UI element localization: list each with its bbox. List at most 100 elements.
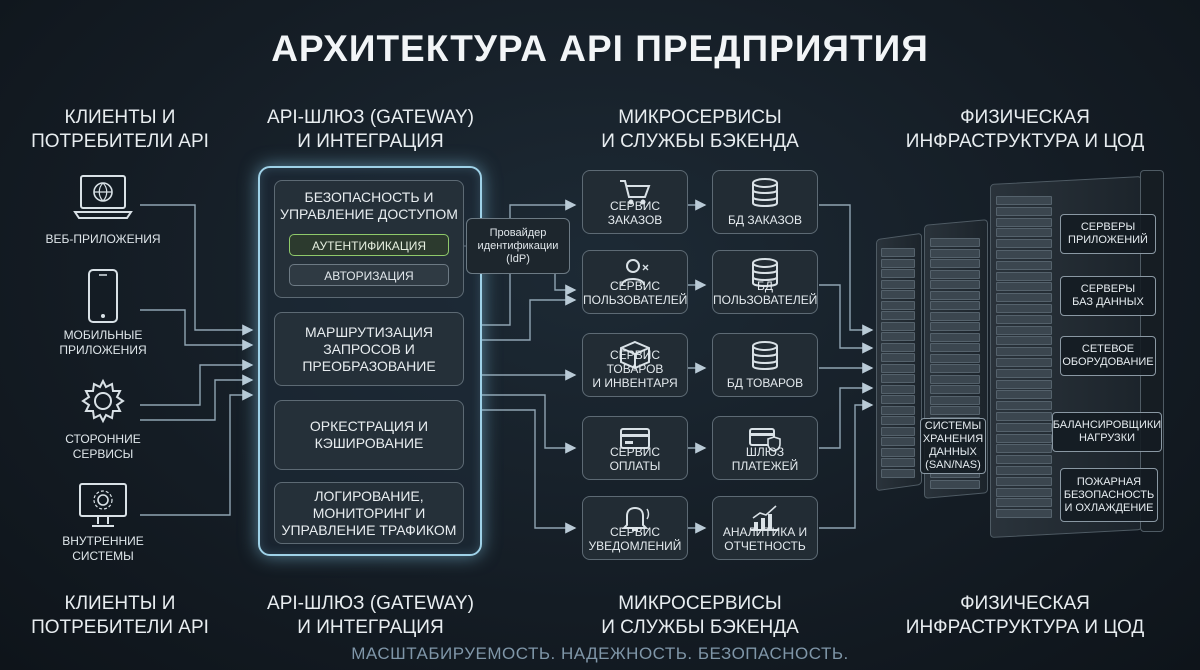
rack-slot bbox=[930, 364, 980, 373]
rack-slot bbox=[881, 437, 915, 446]
database-icon bbox=[752, 341, 778, 370]
arrow-db4-to-dc bbox=[819, 382, 874, 449]
rack-slot bbox=[881, 300, 915, 310]
col-header-services: МИКРОСЕРВИСЫ И СЛУЖБЫ БЭКЕНДА bbox=[601, 107, 799, 152]
rack-slot bbox=[881, 405, 915, 415]
rack-slot bbox=[930, 374, 980, 384]
db-label: ШЛЮЗ ПЛАТЕЖЕЙ bbox=[731, 445, 799, 473]
arrow-gw-to-users bbox=[480, 294, 577, 341]
service-payment: СЕРВИС ОПЛАТЫ bbox=[582, 416, 688, 480]
arrow-internal-to-gw bbox=[140, 389, 254, 516]
client-label: ВЕБ-ПРИЛОЖЕНИЯ bbox=[45, 232, 161, 246]
db-users: БД ПОЛЬЗОВАТЕЛЕЙ bbox=[712, 250, 818, 314]
rack-slot bbox=[996, 368, 1052, 378]
label-network: СЕТЕВОЕ ОБОРУДОВАНИЕ bbox=[1060, 336, 1156, 376]
service-label: СЕРВИС ЗАКАЗОВ bbox=[607, 199, 663, 227]
rack-slot bbox=[881, 342, 915, 352]
database-icon bbox=[752, 258, 778, 287]
credit-card-icon bbox=[620, 428, 650, 449]
rack-slot bbox=[930, 395, 980, 405]
rack-slot bbox=[996, 498, 1052, 508]
gw-logging-box: ЛОГИРОВАНИЕ, МОНИТОРИНГ И УПРАВЛЕНИЕ ТРА… bbox=[274, 482, 464, 544]
rack-slot bbox=[930, 301, 980, 310]
rack-slot bbox=[881, 384, 915, 394]
rack-slot bbox=[996, 293, 1052, 303]
bell-icon bbox=[621, 506, 650, 531]
arrow-db2-to-dc bbox=[819, 284, 874, 354]
arrow-gw-to-payments bbox=[480, 394, 577, 454]
rack-slot bbox=[996, 487, 1052, 497]
rack-slot bbox=[996, 206, 1052, 216]
arrow-db1-to-dc bbox=[819, 204, 874, 336]
label-app-servers: СЕРВЕРЫ ПРИЛОЖЕНИЙ bbox=[1060, 214, 1156, 254]
rack-slot bbox=[881, 321, 915, 331]
rack-slot bbox=[996, 239, 1052, 249]
label-fire-cooling: ПОЖАРНАЯ БЕЗОПАСНОСТЬ И ОХЛАЖДЕНИЕ bbox=[1060, 468, 1158, 522]
monitor-gear-icon bbox=[79, 483, 127, 527]
rack-slot bbox=[881, 269, 915, 278]
chart-icon bbox=[751, 505, 779, 531]
arrow-gw-to-notify bbox=[480, 409, 577, 534]
rack-slot bbox=[881, 248, 915, 257]
analytics: АНАЛИТИКА И ОТЧЕТНОСТЬ bbox=[712, 496, 818, 560]
rack-slot bbox=[881, 468, 915, 478]
arrow-third2-to-gw bbox=[140, 374, 254, 421]
rack-slot bbox=[996, 314, 1052, 324]
db-orders: БД ЗАКАЗОВ bbox=[712, 170, 818, 234]
service-notifications: СЕРВИС УВЕДОМЛЕНИЙ bbox=[582, 496, 688, 560]
database-icon bbox=[752, 178, 778, 207]
rack-slot bbox=[930, 248, 980, 258]
gw-orchestration-box: ОРКЕСТРАЦИЯ И КЭШИРОВАНИЕ bbox=[274, 400, 464, 470]
rack-slot bbox=[930, 332, 980, 342]
rack-slot bbox=[881, 426, 915, 436]
client-third-party: СТОРОННИЕ СЕРВИСЫ bbox=[38, 378, 168, 466]
footer-services: МИКРОСЕРВИСЫ И СЛУЖБЫ БЭКЕНДА bbox=[601, 593, 799, 638]
gw-routing-label: МАРШРУТИЗАЦИЯ ЗАПРОСОВ И ПРЕОБРАЗОВАНИЕ bbox=[302, 323, 436, 374]
rack-slot bbox=[881, 363, 915, 373]
rack-slot bbox=[996, 509, 1052, 519]
rack-slot bbox=[881, 332, 915, 341]
payment-gateway: ШЛЮЗ ПЛАТЕЖЕЙ bbox=[712, 416, 818, 480]
footer-infra: ФИЗИЧЕСКАЯ ИНФРАСТРУКТУРА И ЦОД bbox=[905, 593, 1145, 638]
rack-slot bbox=[996, 455, 1052, 465]
client-label: СТОРОННИЕ СЕРВИСЫ bbox=[65, 432, 141, 461]
arrow-web-to-gw bbox=[140, 204, 254, 336]
label-balancers: БАЛАНСИРОВЩИКИ НАГРУЗКИ bbox=[1052, 412, 1162, 452]
infra-label: СЕТЕВОЕ ОБОРУДОВАНИЕ bbox=[1062, 343, 1154, 368]
cart-icon bbox=[620, 180, 651, 205]
arrow-idp-to-users bbox=[554, 274, 577, 296]
rack-slot bbox=[930, 322, 980, 331]
rack-slot bbox=[930, 280, 980, 289]
arrow-third-to-gw bbox=[140, 359, 254, 406]
rack-slot bbox=[996, 466, 1052, 475]
rack-slot bbox=[996, 217, 1052, 227]
rack-slot bbox=[996, 336, 1052, 346]
rack-slot bbox=[881, 374, 915, 383]
infra-label: СЕРВЕРЫ БАЗ ДАННЫХ bbox=[1072, 283, 1144, 308]
rack-slot bbox=[930, 311, 980, 321]
rack-slot bbox=[996, 444, 1052, 454]
arrow-db5-to-dc bbox=[819, 399, 874, 529]
infra-label: БАЛАНСИРОВЩИКИ НАГРУЗКИ bbox=[1052, 419, 1162, 444]
user-icon bbox=[621, 259, 649, 286]
tagline: МАСШТАБИРУЕМОСТЬ. НАДЕЖНОСТЬ. БЕЗОПАСНОС… bbox=[351, 644, 849, 663]
col-header-infra: ФИЗИЧЕСКАЯ ИНФРАСТРУКТУРА И ЦОД bbox=[905, 107, 1145, 152]
rack-slot bbox=[930, 343, 980, 352]
col-header-gateway: API-ШЛЮЗ (GATEWAY) И ИНТЕГРАЦИЯ bbox=[267, 107, 474, 152]
auth-pill: АУТЕНТИФИКАЦИЯ bbox=[289, 234, 449, 256]
gw-orchestration-label: ОРКЕСТРАЦИЯ И КЭШИРОВАНИЕ bbox=[309, 418, 429, 451]
rack-slot bbox=[930, 353, 980, 363]
rack-slot bbox=[996, 401, 1052, 411]
rack-slot bbox=[996, 271, 1052, 281]
db-products: БД ТОВАРОВ bbox=[712, 333, 818, 397]
infra-label: СЕРВЕРЫ ПРИЛОЖЕНИЙ bbox=[1068, 221, 1148, 246]
label-storage: СИСТЕМЫ ХРАНЕНИЯ ДАННЫХ (SAN/NAS) bbox=[920, 418, 986, 474]
rack-slot bbox=[930, 479, 980, 489]
rack-slot bbox=[996, 347, 1052, 357]
rack-slot bbox=[881, 258, 915, 268]
rack-slot bbox=[996, 325, 1052, 335]
db-label: БД ТОВАРОВ bbox=[726, 376, 804, 390]
service-label: СЕРВИС ОПЛАТЫ bbox=[609, 445, 661, 473]
label-db-servers: СЕРВЕРЫ БАЗ ДАННЫХ bbox=[1060, 276, 1156, 316]
page-title: АРХИТЕКТУРА API ПРЕДПРИЯТИЯ bbox=[271, 28, 929, 69]
